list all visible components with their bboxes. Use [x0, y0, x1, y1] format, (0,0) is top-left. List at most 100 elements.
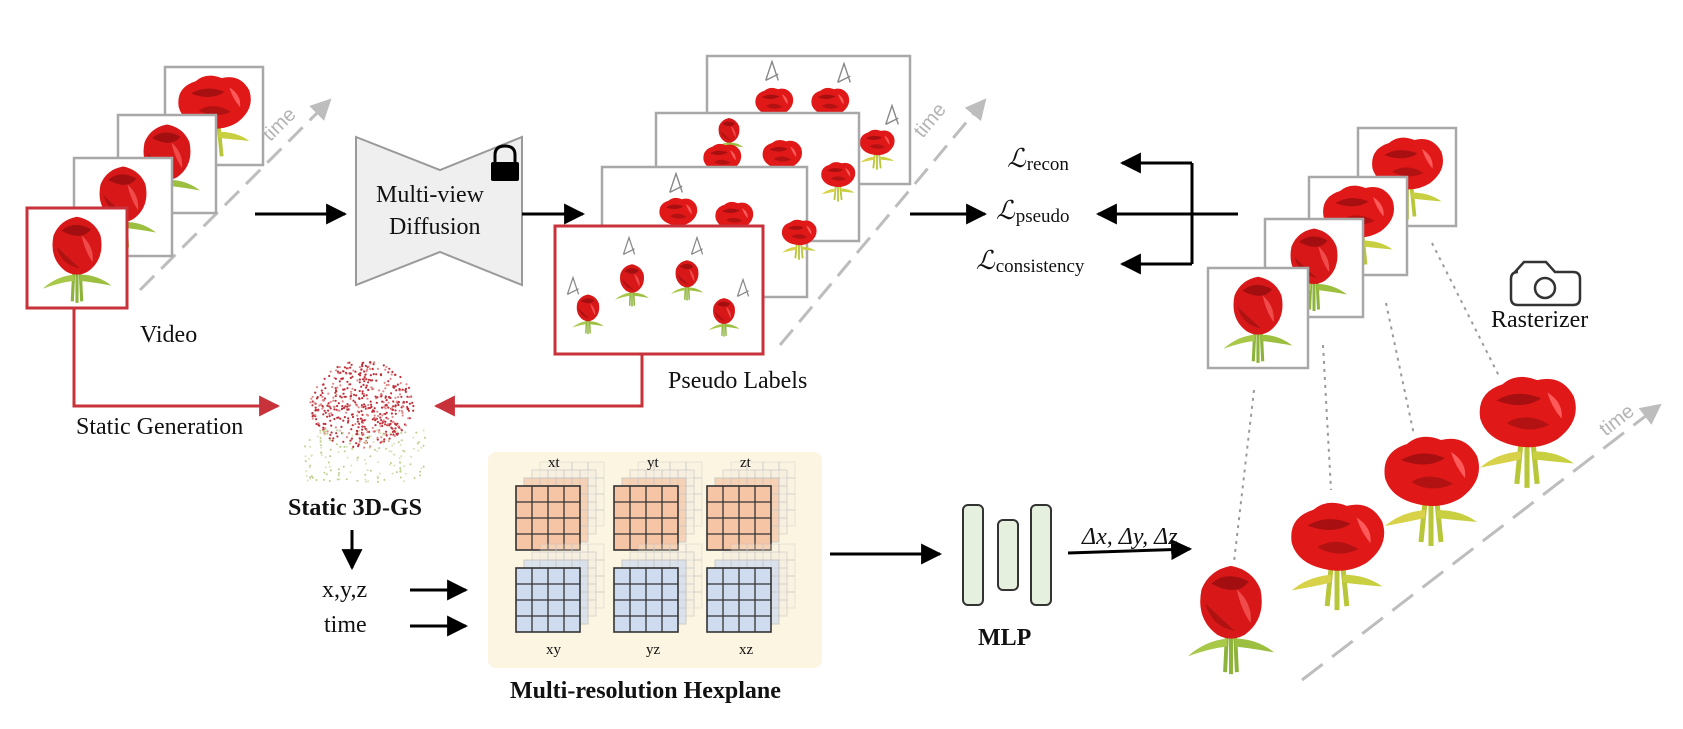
point — [367, 388, 370, 392]
point — [402, 405, 405, 408]
point — [351, 447, 354, 450]
point — [399, 375, 402, 379]
point — [352, 369, 355, 372]
point — [358, 389, 361, 393]
point — [380, 406, 384, 409]
point — [412, 409, 415, 412]
point — [313, 401, 316, 405]
point — [325, 429, 328, 432]
point — [331, 413, 334, 417]
point — [358, 437, 361, 440]
point — [370, 403, 373, 406]
rasterizer-label: Rasterizer — [1491, 307, 1589, 333]
point — [323, 432, 326, 435]
point — [340, 407, 344, 410]
point — [349, 397, 352, 400]
point — [328, 415, 331, 418]
hexplane-title: Multi-resolution Hexplane — [510, 678, 781, 704]
point — [374, 424, 377, 427]
point — [354, 401, 357, 404]
point — [391, 427, 394, 430]
point — [358, 381, 361, 384]
static-generation-label: Static Generation — [76, 414, 244, 440]
point — [343, 366, 346, 369]
point — [369, 435, 372, 438]
point — [339, 445, 342, 448]
point — [346, 387, 349, 390]
point — [356, 479, 359, 482]
point — [367, 365, 370, 368]
point — [399, 382, 402, 385]
point — [396, 422, 399, 425]
point — [349, 471, 352, 474]
point — [354, 423, 357, 426]
point — [317, 423, 320, 427]
render-frame-1 — [1206, 266, 1310, 370]
point — [399, 476, 402, 479]
point — [405, 383, 408, 386]
point — [379, 416, 382, 419]
point — [389, 377, 392, 380]
point — [357, 426, 360, 429]
point — [321, 404, 324, 408]
point — [347, 408, 350, 411]
point — [328, 412, 331, 415]
point — [350, 437, 353, 440]
point — [391, 415, 394, 418]
point — [364, 373, 367, 376]
point — [393, 464, 396, 467]
point — [388, 395, 391, 399]
point — [365, 462, 367, 465]
point — [408, 417, 411, 420]
point — [308, 457, 310, 460]
point — [309, 445, 312, 448]
point — [327, 402, 330, 405]
point — [376, 420, 379, 424]
point — [338, 365, 341, 369]
point — [387, 401, 390, 404]
point — [377, 476, 379, 479]
point — [336, 435, 339, 438]
point — [308, 466, 311, 469]
point — [400, 406, 403, 409]
point — [368, 430, 371, 433]
point — [385, 399, 388, 402]
point — [316, 422, 319, 425]
point — [395, 430, 398, 433]
point — [350, 464, 353, 467]
point — [335, 393, 338, 396]
arrow-static-generation — [72, 308, 281, 417]
point — [351, 434, 354, 437]
point — [404, 390, 407, 393]
point — [375, 379, 378, 382]
point — [412, 404, 415, 408]
point — [323, 478, 325, 481]
point — [390, 373, 393, 376]
point — [380, 395, 383, 398]
point — [372, 441, 375, 444]
point — [323, 377, 326, 380]
point — [335, 389, 338, 392]
point — [304, 445, 307, 448]
point — [390, 412, 393, 415]
point — [335, 432, 338, 435]
point — [394, 396, 397, 399]
point — [346, 380, 349, 383]
point — [395, 389, 398, 392]
point — [335, 369, 338, 372]
point — [365, 394, 368, 397]
point — [366, 436, 369, 439]
point — [343, 395, 346, 398]
point — [404, 424, 407, 427]
point — [327, 392, 330, 395]
point — [310, 397, 313, 400]
point — [329, 455, 332, 458]
point — [363, 393, 366, 396]
point — [380, 436, 383, 439]
point — [380, 419, 383, 422]
video-frame-1 — [25, 206, 129, 310]
point — [408, 402, 411, 405]
point — [349, 439, 352, 442]
point — [365, 384, 368, 387]
